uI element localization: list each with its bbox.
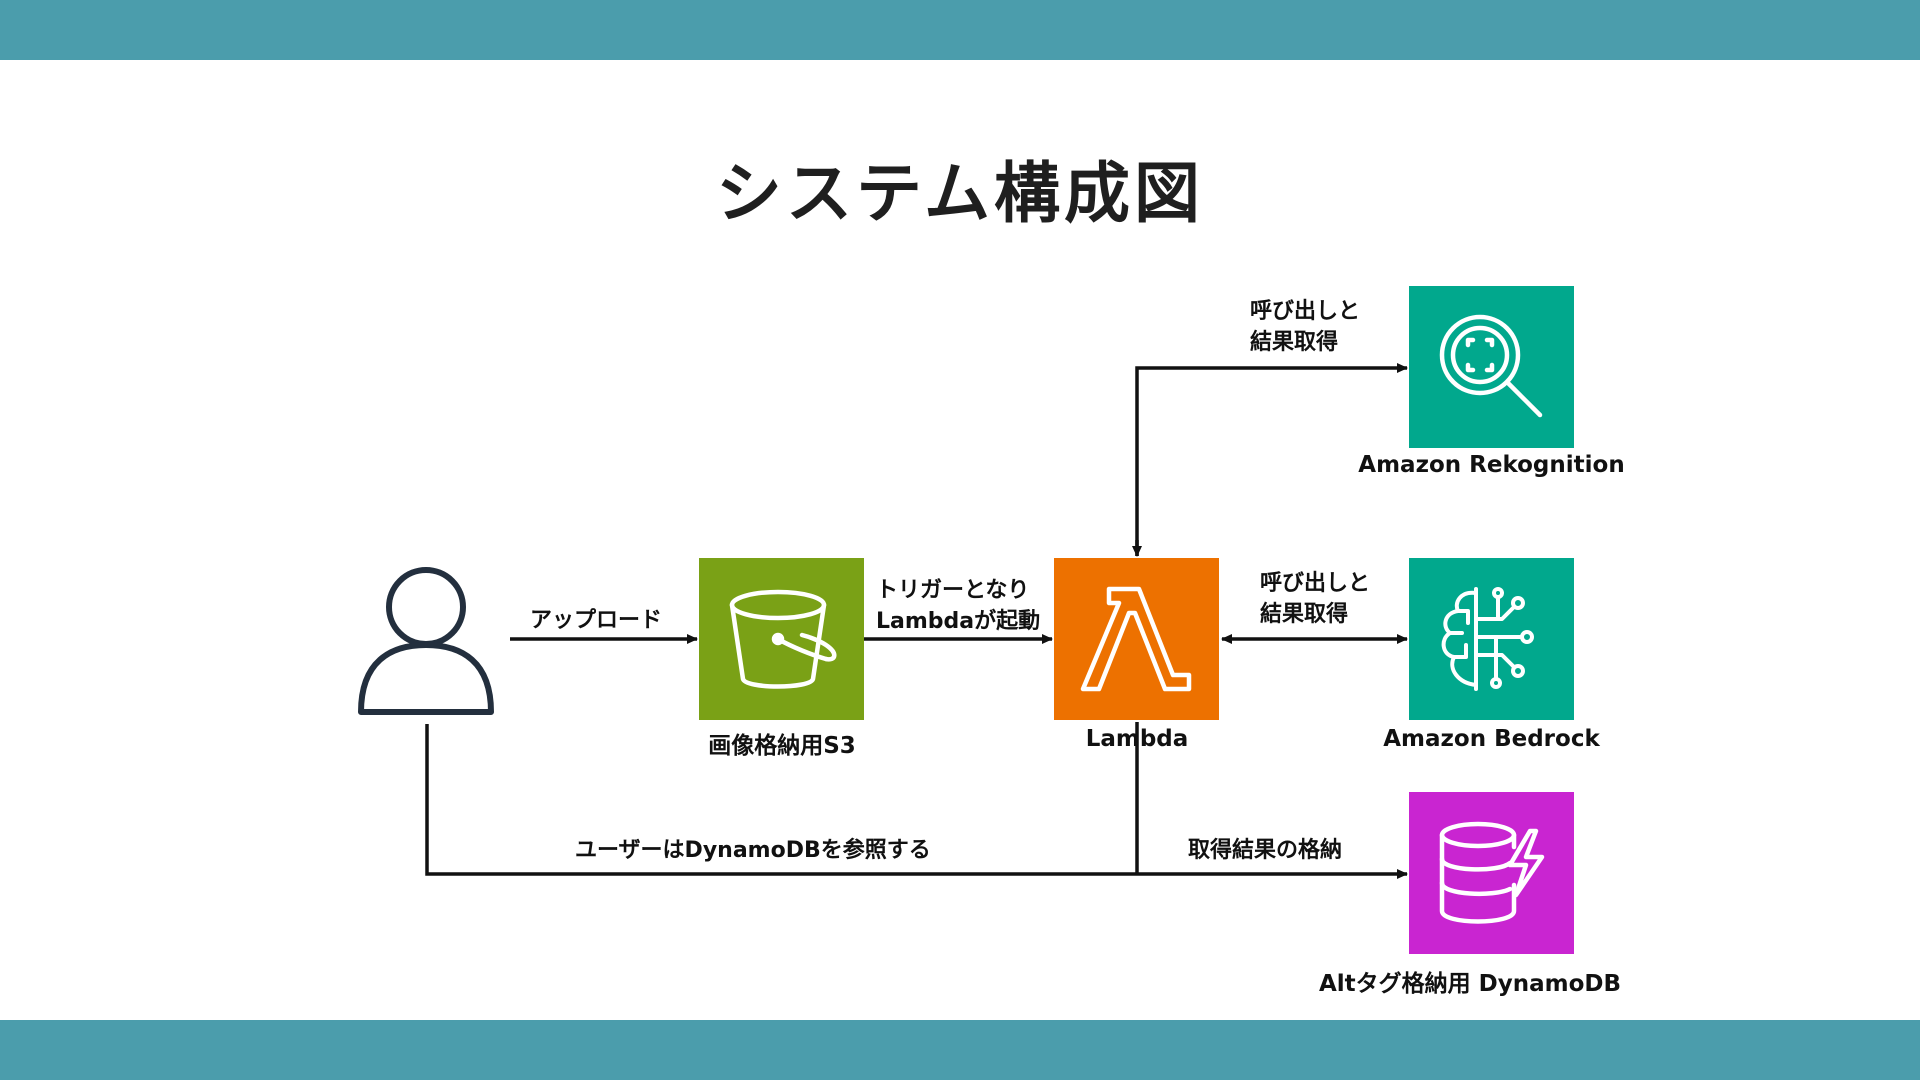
edge-label-store: 取得結果の格納 [1188, 838, 1343, 863]
lambda-label: Lambda [1085, 726, 1189, 752]
edge-label-bedrock-line1: 呼び出しと [1260, 571, 1371, 596]
dynamodb-node [1409, 792, 1574, 954]
page-title: システム構成図 [715, 155, 1205, 232]
lambda-node [1054, 558, 1219, 720]
bedrock-label: Amazon Bedrock [1383, 726, 1600, 752]
rekognition-label: Amazon Rekognition [1358, 452, 1625, 478]
dynamodb-icon [1439, 821, 1544, 924]
rekognition-icon [1439, 314, 1542, 418]
top-band [0, 0, 1920, 60]
edge-label-bedrock: 呼び出しと 結果取得 [1260, 568, 1370, 630]
edge-label-rekognition-line2: 結果取得 [1250, 330, 1339, 355]
edge-label-bedrock-line2: 結果取得 [1260, 602, 1349, 627]
edge-label-trigger-line1: トリガーとなり [876, 578, 1030, 603]
edge-user-dynamodb [425, 724, 1408, 879]
bottom-band [0, 1020, 1920, 1080]
bedrock-node [1409, 558, 1574, 720]
edge-label-trigger-line2: Lambdaが起動 [876, 609, 1041, 634]
user-icon [358, 567, 494, 715]
edge-label-rekognition-line1: 呼び出しと [1250, 299, 1361, 324]
s3-node [699, 558, 864, 720]
bedrock-icon [1441, 587, 1534, 691]
lambda-icon [1080, 586, 1191, 692]
edge-label-user-ref: ユーザーはDynamoDBを参照する [575, 838, 931, 863]
s3-label: 画像格納用S3 [708, 733, 856, 759]
edge-label-upload: アップロード [530, 608, 663, 633]
edge-label-rekognition: 呼び出しと 結果取得 [1250, 296, 1360, 358]
dynamodb-label: Altタグ格納用 DynamoDB [1318, 971, 1622, 997]
edge-label-trigger: トリガーとなり Lambdaが起動 [876, 575, 1040, 637]
s3-bucket-icon [729, 589, 836, 689]
rekognition-node [1409, 286, 1574, 448]
edge-lambda-rekognition [1135, 363, 1408, 556]
